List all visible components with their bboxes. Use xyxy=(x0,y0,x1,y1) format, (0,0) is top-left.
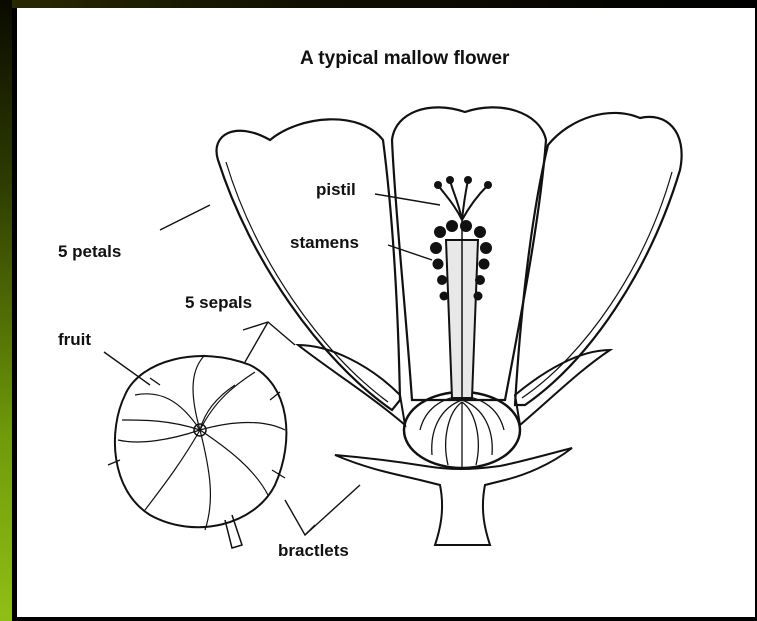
bractlets xyxy=(335,448,572,545)
left-petal xyxy=(217,119,400,410)
label-fruit: fruit xyxy=(58,330,91,349)
leader-lines xyxy=(104,194,440,535)
pistil-stigmas xyxy=(438,180,488,220)
fruit-drawing xyxy=(108,355,286,548)
petals-leader xyxy=(160,205,210,230)
right-sepal xyxy=(515,350,610,425)
fruit-leader xyxy=(104,352,150,385)
bractlets-leader-b xyxy=(305,485,360,535)
label-pistil: pistil xyxy=(316,180,356,199)
sepals-leader-a xyxy=(243,322,295,345)
left-sepal xyxy=(298,345,405,425)
pistil-leader xyxy=(375,194,440,205)
label-stamens: stamens xyxy=(290,233,359,252)
diagram-title: A typical mallow flower xyxy=(300,48,510,69)
right-petal xyxy=(515,113,682,405)
label-bractlets: bractlets xyxy=(278,541,349,560)
label-sepals: 5 sepals xyxy=(185,293,252,312)
ovary-segments xyxy=(420,396,504,468)
label-petals: 5 petals xyxy=(58,242,121,261)
